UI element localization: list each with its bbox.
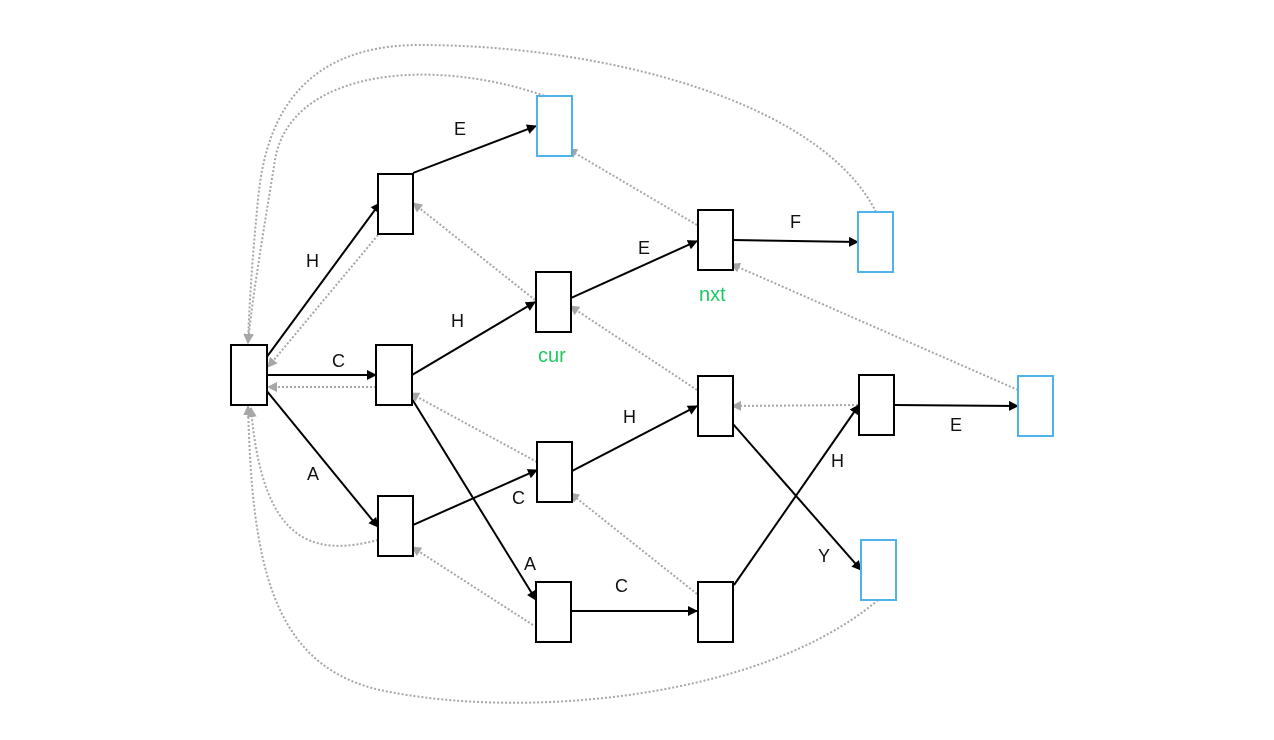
edge-label: C [332,351,345,371]
failure-link [569,305,698,391]
state-node [535,581,572,643]
state-node [377,173,414,235]
edge-label: A [307,464,319,484]
edge-label: F [790,212,801,232]
nxt-node [697,209,734,271]
failure-link [246,407,379,547]
terminal-node [860,539,897,601]
nxt-marker-label: nxt [699,284,726,306]
edge-label: A [524,554,536,574]
state-node [375,344,413,406]
failure-link [243,73,549,344]
edge-cur-nxt [570,240,698,299]
state-node [536,441,573,503]
edge-n11-t3 [893,400,1019,411]
pointer-markers: cur nxt [538,284,726,367]
cur-marker-label: cur [538,345,566,367]
edge-label: C [615,576,628,596]
edge-nxt-t2 [732,236,859,247]
failure-link [730,263,1019,391]
cur-node [535,271,572,333]
edge-n9-t4 [732,423,862,571]
failure-link [567,148,698,226]
edge-n7-n9 [571,405,698,472]
failure-link [243,405,879,704]
state-node [858,374,895,436]
failure-link [268,234,379,375]
edge-label: E [638,238,650,258]
edge-label: C [512,488,525,508]
failure-link [411,546,534,626]
edge-n2-cur [411,301,536,376]
edge-label: H [623,407,636,427]
state-nodes [230,95,1054,643]
terminal-node [1017,375,1054,437]
transition-edges [265,124,1019,616]
edge-label: E [454,119,466,139]
edge-n10-n11 [733,404,860,586]
state-node [697,375,734,437]
edge-label: H [451,311,464,331]
failure-link [731,400,859,411]
edge-label: Y [818,546,830,566]
edge-label: H [306,251,319,271]
failure-links [243,43,1019,704]
edge-n1-t1 [412,124,537,174]
edge-root-n1 [265,202,381,359]
failure-link [569,492,698,595]
failure-link [243,43,877,344]
edge-labels: H C A E H A C E F H C Y H E [306,119,962,596]
edge-n3-n7 [412,469,538,526]
failure-link [409,392,538,463]
edge-n2-n8 [411,398,537,601]
state-node [697,581,734,643]
failure-link [412,202,536,301]
edge-label: E [950,415,962,435]
edge-root-n3 [265,389,379,528]
terminal-node [857,211,894,273]
edge-label: H [831,451,844,471]
terminal-node [536,95,573,157]
state-node [377,495,414,557]
root-node [230,344,268,406]
